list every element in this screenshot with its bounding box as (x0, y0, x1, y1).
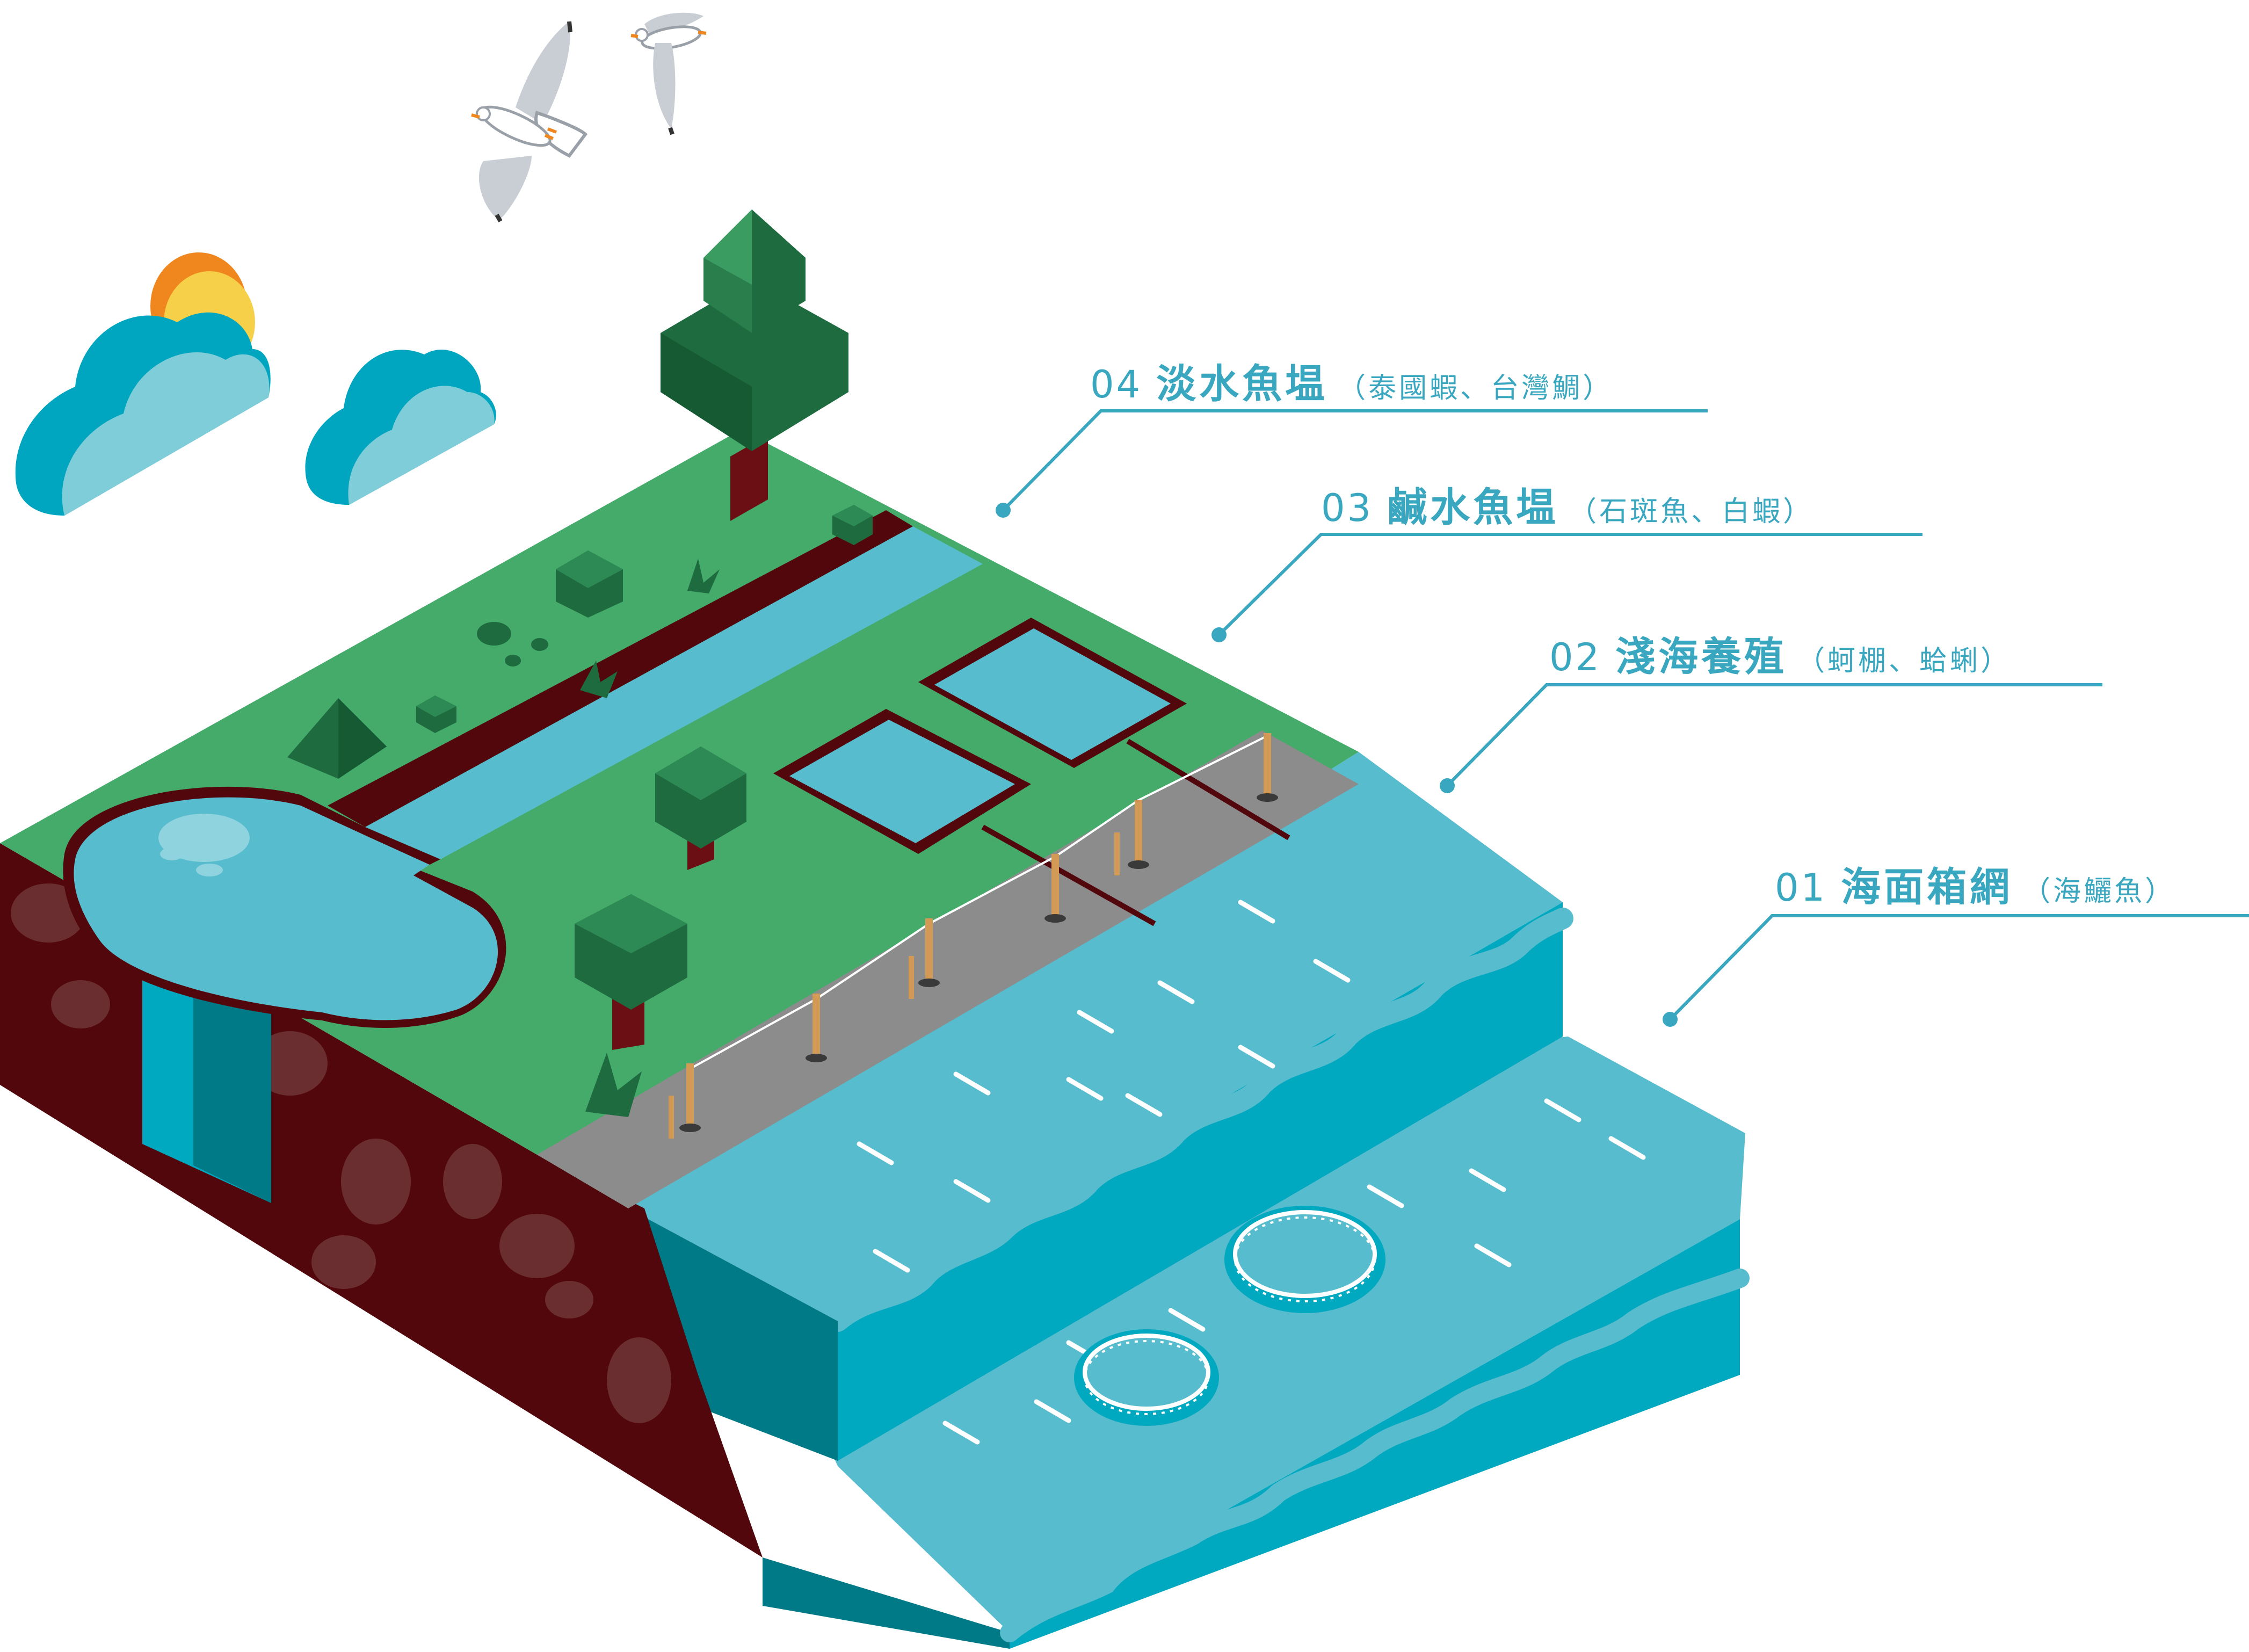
river-border (328, 510, 913, 827)
tree-icon (575, 894, 687, 1050)
sea-cage-icon (1074, 1329, 1219, 1426)
freshwater-pond (934, 628, 1171, 760)
cloud-icon (305, 349, 496, 505)
wave-dashes (857, 900, 1646, 1445)
label-01-species: （海鱺魚） (2022, 875, 2176, 908)
callout-lines (1002, 409, 2249, 1021)
label-03-species: （石斑魚、白蝦） (1569, 496, 1814, 528)
saltwater-pond (789, 720, 1015, 843)
upper-sea-side-left (628, 1208, 838, 1461)
label-02-title: 淺海養殖 (1615, 634, 1788, 680)
river (365, 526, 983, 859)
sea-cage-icon (1224, 1206, 1385, 1313)
label-03-title: 鹹水魚塭 (1387, 484, 1559, 531)
pyramid-icon (287, 698, 387, 779)
grass-tuft-icon (580, 559, 720, 1117)
label-04-number: 04 (1090, 363, 1143, 407)
bush-icon (832, 505, 873, 545)
callout-dots (996, 503, 1678, 1027)
label-02: 02 淺海養殖 （蚵棚、蛤蜊） (1549, 625, 2011, 682)
upper-sea-surface (628, 752, 1563, 1321)
tree-icon (655, 747, 746, 870)
label-04-title: 淡水魚塭 (1156, 361, 1329, 407)
label-04: 04 淡水魚塭 （泰國蝦、台灣鯛） (1090, 352, 1613, 409)
label-01: 01 海面箱網 （海鱺魚） (1775, 855, 2175, 912)
fence (669, 733, 1278, 1139)
label-01-number: 01 (1775, 866, 1827, 910)
label-03: 03 鹹水魚塭 （石斑魚、白蝦） (1321, 475, 1813, 533)
label-02-species: （蚵棚、蛤蜊） (1797, 645, 2012, 677)
cloud-icon (15, 312, 271, 516)
shore-path (537, 730, 1359, 1208)
shrub-dots (477, 622, 548, 666)
label-04-species: （泰國蝦、台灣鯛） (1338, 372, 1614, 404)
bush-icon (556, 550, 623, 618)
seagull-icon (630, 12, 707, 135)
seagull-icon (471, 21, 587, 223)
upper-sea-side-right (838, 902, 1563, 1461)
lower-sea-side-left (763, 1557, 1010, 1649)
bush-icon (416, 695, 456, 733)
tall-tree-icon (661, 209, 848, 521)
label-02-number: 02 (1549, 635, 1602, 679)
label-01-title: 海面箱網 (1841, 864, 2013, 910)
label-03-number: 03 (1321, 486, 1374, 530)
